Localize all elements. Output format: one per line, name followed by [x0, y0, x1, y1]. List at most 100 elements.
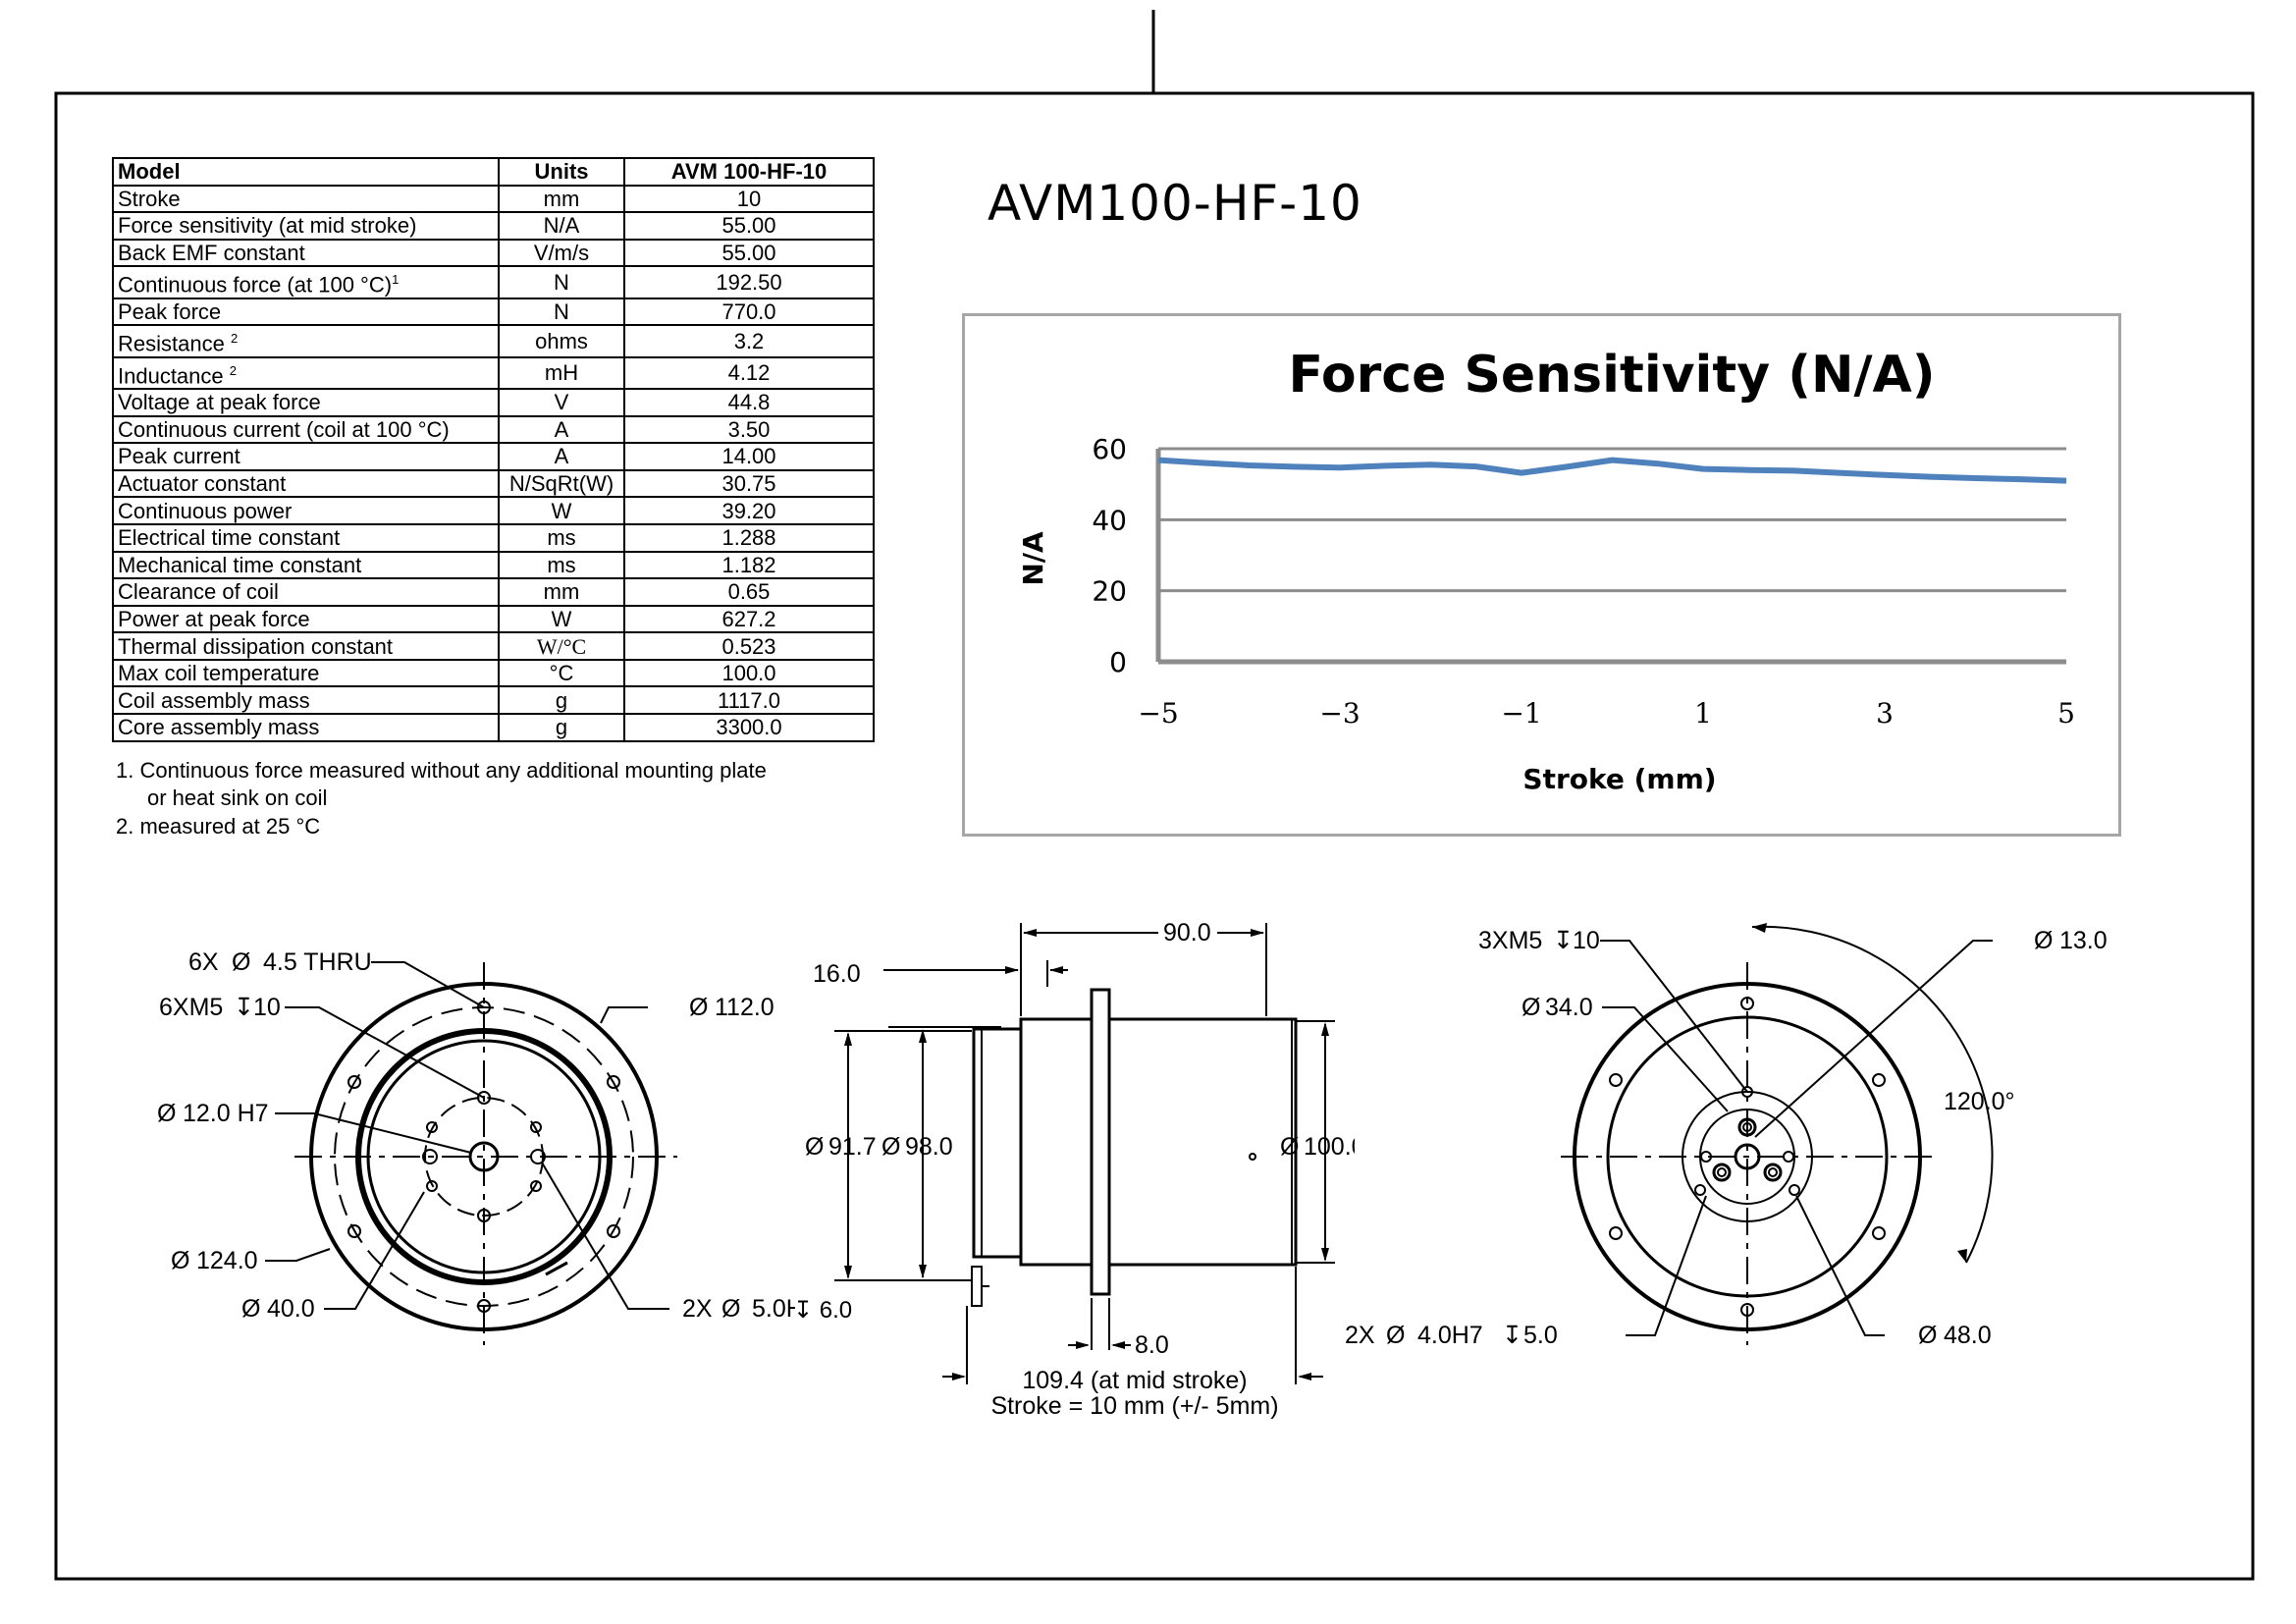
spec-param-cell: Continuous current (coil at 100 °C) [112, 414, 500, 445]
right-34-diam-symbol: Ø [1522, 994, 1540, 1021]
spec-param-cell: Continuous power [112, 496, 500, 525]
spec-param-cell: Force sensitivity (at mid stroke) [112, 211, 500, 241]
right-m5-depth-symbol: ↧ [1553, 927, 1574, 954]
spec-unit-cell: N [498, 297, 625, 327]
left-12-diam-symbol: Ø [157, 1100, 176, 1127]
left-124-label: 124.0 [196, 1247, 258, 1274]
spec-param-text: Continuous current (coil at 100 °C) [118, 416, 450, 442]
spec-value-cell: 3.2 [623, 324, 875, 358]
right-4h7-label: 4.0H7 [1417, 1322, 1483, 1349]
spec-param-cell: Coil assembly mass [112, 685, 500, 716]
left-m5-depth: 10 [253, 994, 281, 1021]
left-112-label: 112.0 [715, 994, 774, 1021]
spec-param-text: Mechanical time constant [118, 552, 362, 577]
spec-param-cell: Actuator constant [112, 468, 500, 499]
spec-value-cell: 4.12 [623, 355, 875, 390]
spec-param-text: Force sensitivity (at mid stroke) [118, 213, 417, 239]
right-2x-label: 2X [1345, 1322, 1375, 1349]
side-98-diam-symbol: Ø [881, 1133, 900, 1161]
spec-param-cell: Power at peak force [112, 604, 500, 634]
spec-unit-cell: W/°C [498, 631, 625, 661]
chart-series-line [1157, 457, 2067, 484]
force-sensitivity-chart: Force Sensitivity (N/A) Stroke (mm) N/A … [1017, 346, 2075, 795]
side-91-diam-symbol: Ø [805, 1133, 824, 1161]
spec-footnote-ref: 2 [229, 362, 237, 378]
chart-x-tick-label: 1 [1694, 697, 1712, 730]
spec-value-cell: 1.288 [623, 522, 875, 553]
spec-param-text: Thermal dissipation constant [118, 633, 394, 659]
chart-title: Force Sensitivity (N/A) [1288, 346, 1935, 405]
spec-unit-cell: W [498, 604, 625, 634]
side-100-label: 100.0 [1304, 1133, 1355, 1161]
spec-unit-cell: A [498, 442, 625, 471]
spec-unit-cell: W [498, 496, 625, 525]
left-thru-label: 4.5 THRU [263, 948, 372, 976]
spec-param-text: Continuous power [118, 498, 293, 523]
left-5h7-label: 5.0H7 [752, 1295, 795, 1323]
spec-unit-cell: mm [498, 577, 625, 607]
spec-param-cell: Mechanical time constant [112, 550, 500, 580]
spec-footnote-ref: 1 [392, 272, 400, 288]
right-4h7-depth: 5.0 [1523, 1322, 1558, 1349]
left-2x-label: 2X [682, 1295, 713, 1323]
spec-param-text: Voltage at peak force [118, 390, 321, 415]
left-40-diam-symbol: Ø [241, 1295, 260, 1323]
spec-unit-cell: mm [498, 184, 625, 214]
right-13-diam-symbol: Ø [2034, 927, 2053, 954]
spec-param-text: Core assembly mass [118, 715, 320, 740]
spec-value-cell: 0.65 [623, 577, 875, 607]
spec-param-cell: Inductance 2 [112, 355, 500, 390]
spec-value-cell: 39.20 [623, 496, 875, 525]
spec-value-cell: 3300.0 [623, 713, 875, 742]
side-91-label: 91.7 [828, 1133, 877, 1161]
left-12-label: 12.0 H7 [183, 1100, 269, 1127]
chart-x-label: Stroke (mm) [1522, 763, 1716, 795]
spec-header-cell: Model [112, 157, 500, 187]
spec-value-cell: 627.2 [623, 604, 875, 634]
left-depth-group: ↧ 6.0 [793, 1296, 852, 1325]
right-m5-depth: 10 [1573, 927, 1600, 954]
spec-param-text: Stroke [118, 186, 181, 211]
chart-y-tick-label: 40 [1092, 504, 1127, 536]
spec-unit-cell: V/m/s [498, 238, 625, 268]
chart-x-tick-label: −5 [1138, 697, 1178, 730]
side-100-diam-symbol: Ø [1280, 1133, 1299, 1161]
spec-value-cell: 770.0 [623, 297, 875, 327]
right-48-diam-symbol: Ø [1918, 1322, 1937, 1349]
chart-y-tick-label: 60 [1092, 433, 1127, 465]
left-40-label: 40.0 [267, 1295, 315, 1323]
spec-unit-cell: mH [498, 355, 625, 390]
spec-value-cell: 14.00 [623, 442, 875, 471]
spec-param-cell: Peak current [112, 442, 500, 471]
spec-value-cell: 3.50 [623, 414, 875, 445]
right-4h7-depth-symbol: ↧ [1502, 1322, 1522, 1349]
right-48-label: 48.0 [1944, 1322, 1992, 1349]
spec-unit-cell: A [498, 414, 625, 445]
spec-header-cell: AVM 100-HF-10 [623, 157, 875, 187]
spec-param-text: Coil assembly mass [118, 687, 310, 713]
spec-footnote-ref: 2 [230, 331, 239, 347]
spec-unit-cell: N [498, 265, 625, 299]
spec-param-cell: Electrical time constant [112, 522, 500, 553]
right-34-label: 34.0 [1545, 994, 1593, 1021]
left-depth-value: 6.0 [819, 1297, 853, 1324]
spec-unit-cell: N/A [498, 211, 625, 241]
spec-param-text: Peak current [118, 444, 240, 469]
spec-param-cell: Stroke [112, 184, 500, 214]
spec-param-cell: Resistance 2 [112, 324, 500, 358]
spec-unit-cell: ms [498, 522, 625, 553]
spec-header-cell: Units [498, 157, 625, 187]
spec-param-cell: Back EMF constant [112, 238, 500, 268]
